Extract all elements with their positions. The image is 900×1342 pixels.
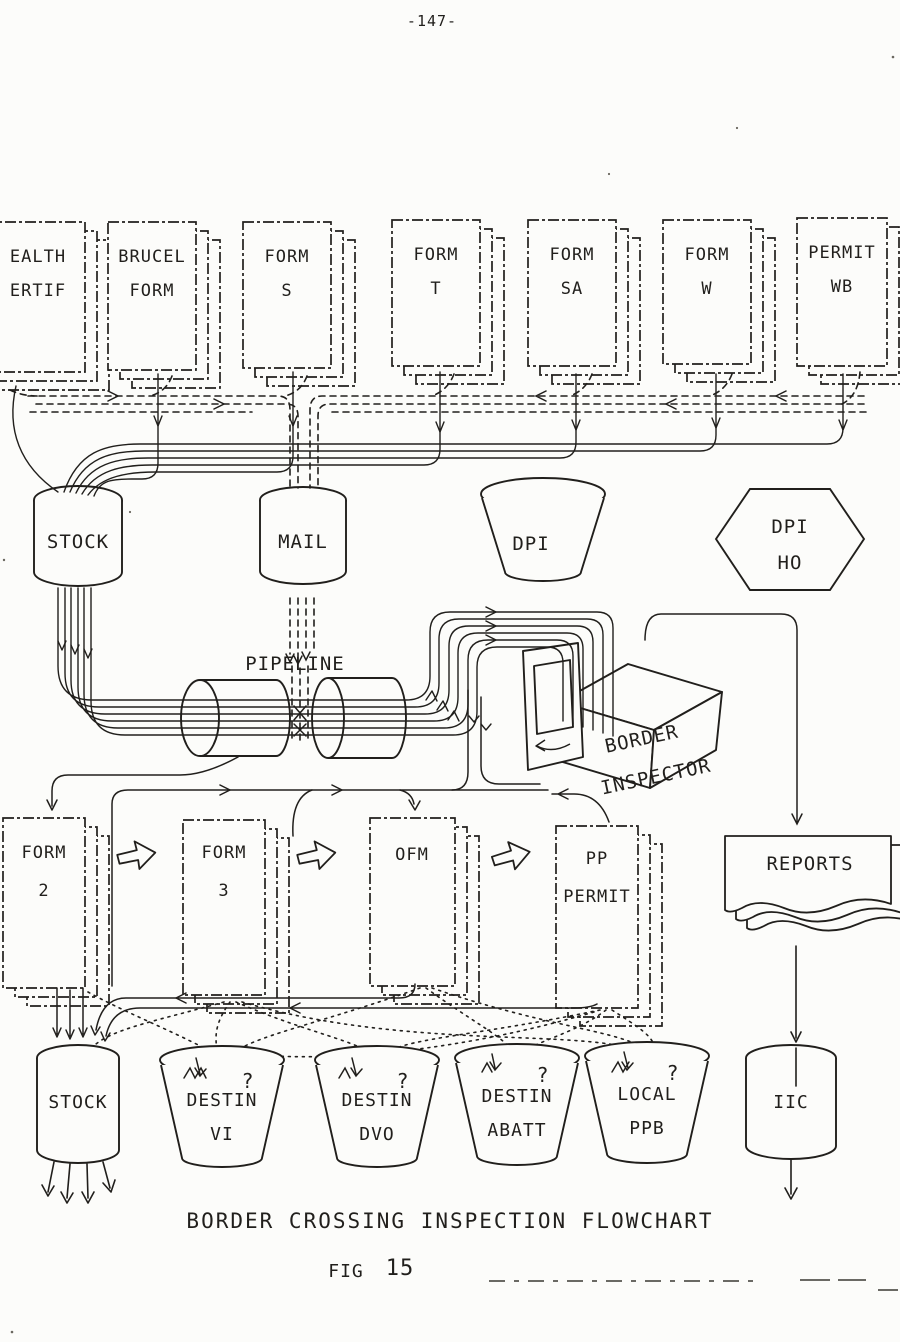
bottom-row-shapes [36,1041,837,1168]
top-form-stacks [0,217,900,391]
figure-number: 15 [386,1256,415,1281]
block-arrow-icon [490,841,531,871]
destin-dvo-label-line2: DVO [359,1124,395,1145]
footer-rule-dashes [489,1279,898,1291]
pipe-section-2 [328,677,407,759]
form-health-certif-line2: ERTIF [10,281,66,301]
question-mark-ppb: ? [666,1061,679,1085]
inspector-scanner-panel [522,642,584,771]
dpi-ho-label-line1: DPI [771,516,808,538]
reports-label: REPORTS [766,853,853,875]
reports-feed-line [644,613,803,826]
pipeline-label: PIPELINE [245,653,345,675]
pp-permit-label-line2: PERMIT [563,887,630,907]
ofm-label: OFM [395,845,429,865]
form-t-line2: T [430,279,441,299]
block-arrow-icon [116,840,157,870]
reports-stack [724,835,900,932]
dpi-ho-hexagon [714,488,866,591]
stock-pipeline-inspector-bundle [57,587,614,737]
form-s-line2: S [281,281,292,301]
dashed-arrowheads [107,390,787,737]
form-t-line1: FORM [414,245,459,265]
form-w-line1: FORM [685,245,730,265]
stock-bottom-label: STOCK [48,1092,107,1113]
destin-abatt-label-line2: ABATT [487,1120,546,1141]
destin-abatt-label-line1: DESTIN [481,1086,552,1107]
form-w-line2: W [701,279,712,299]
scan-specks [2,55,895,1334]
form-sa-line2: SA [561,279,583,299]
local-ppb-label-line2: PPB [629,1118,665,1139]
dpi-label: DPI [512,533,549,555]
question-mark-dvo: ? [396,1069,409,1093]
form-2-label-line2: 2 [38,881,49,901]
destin-vi-label-line2: VI [210,1124,234,1145]
block-arrow-icon [296,840,337,870]
question-mark-abatt: ? [536,1063,549,1087]
flowchart-title: BORDER CROSSING INSPECTION FLOWCHART [186,1209,713,1233]
pipeline-pipes [180,677,407,759]
panel-return-arrow [535,739,571,752]
pp-permit-label-line1: PP [586,849,608,869]
forms-to-stock-lines [12,371,848,497]
form-permit-wb-line2: WB [831,277,853,297]
mid-form-stacks [2,817,663,1027]
form-permit-wb-line1: PERMIT [808,243,875,263]
iic-label: IIC [773,1092,809,1113]
mail-label: MAIL [278,531,328,553]
question-mark-vi: ? [241,1069,254,1093]
local-ppb-label-line1: LOCAL [617,1084,676,1105]
second-row-wiring [46,689,610,987]
form-health-certif-line1: EALTH [10,247,66,267]
form-3-label-line1: FORM [202,843,247,863]
destin-vi-label-line1: DESTIN [186,1090,257,1111]
store-shapes [33,477,866,591]
form-sa-line1: FORM [550,245,595,265]
destin-dvo-label-line1: DESTIN [341,1090,412,1111]
form-brucel-line2: FORM [130,281,175,301]
page-number: -147- [407,12,457,30]
bucket-infall-marks [183,1051,634,1080]
form-3-label-line2: 3 [218,881,229,901]
form-s-line1: FORM [265,247,310,267]
stock-top-label: STOCK [47,531,109,553]
progression-block-arrows [116,840,531,871]
bottom-flow-arrows [41,945,802,1204]
dpi-ho-label-line2: HO [778,552,803,574]
pipe-section-1 [200,679,291,757]
figure-label: FIG [328,1261,364,1282]
lower-solid-network [52,983,598,1042]
forms-to-mail-dashed-lines [9,371,867,743]
form-2-label-line1: FORM [22,843,67,863]
form-brucel-line1: BRUCEL [118,247,185,267]
